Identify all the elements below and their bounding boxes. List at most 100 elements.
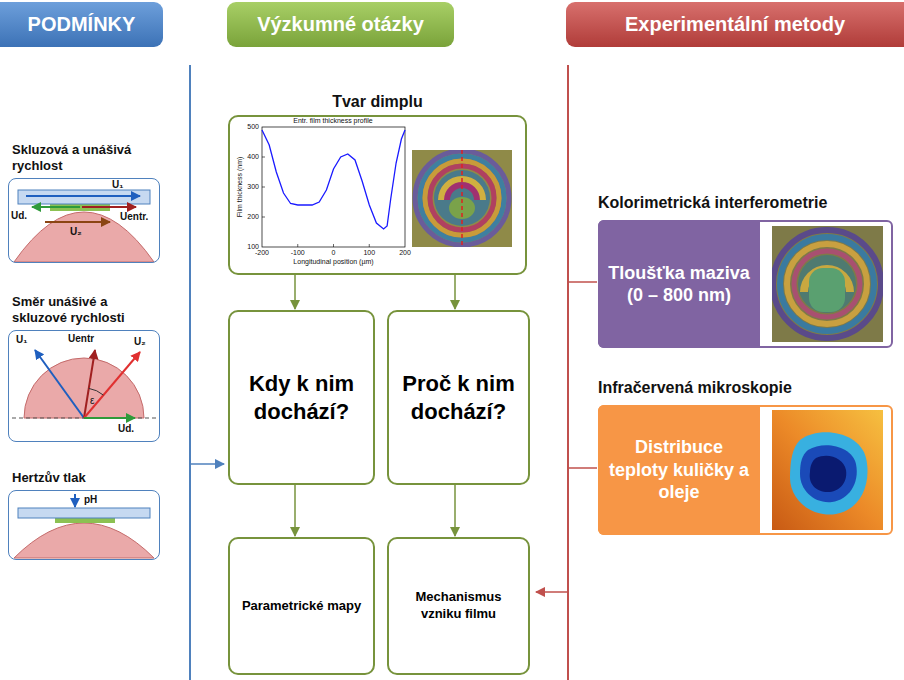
drawing-part <box>262 187 265 188</box>
drawing-part <box>74 494 76 507</box>
result-box: Mechanismus vzniku filmu <box>387 537 530 675</box>
drawing-part <box>35 350 84 418</box>
question-text: Proč k nim dochází? <box>395 370 522 425</box>
drawing-part <box>190 463 224 465</box>
symbol-label: U₁ <box>112 179 123 191</box>
chart-label: 200 <box>247 213 259 221</box>
drawing-part <box>809 268 845 312</box>
symbol-label: U₂ <box>70 226 82 238</box>
flow-arrow <box>454 275 456 309</box>
chart-label: 100 <box>363 249 375 257</box>
result-box: Parametrické mapy <box>228 537 375 675</box>
thermal-image <box>772 410 883 530</box>
method-box: Distribuce teploty kuličky a oleje <box>598 405 760 535</box>
pressure-sketch <box>14 494 154 558</box>
symbol-label: Ud. <box>118 423 134 435</box>
drawing-part <box>780 237 874 331</box>
drawing-part <box>297 244 298 247</box>
drawing-part <box>790 432 868 514</box>
chart-label: Longitudinal position (µm) <box>293 258 373 266</box>
drawing-part <box>18 190 150 204</box>
chart-label: 300 <box>247 183 259 191</box>
drawing-part <box>333 244 334 247</box>
drawing-part <box>568 281 597 283</box>
chart-label: -100 <box>291 249 305 257</box>
question-box: Kdy k nim dochází? <box>228 310 375 485</box>
result-text: Parametrické mapy <box>242 598 361 615</box>
drawing-part <box>773 230 881 338</box>
film-thickness-chart <box>262 127 405 247</box>
header-text: Výzkumné otázky <box>257 13 424 36</box>
direction-sketch <box>12 350 156 418</box>
chart-label: 400 <box>247 153 259 161</box>
method-text: Distribuce teploty kuličky a oleje <box>604 436 754 504</box>
drawing-part <box>26 195 140 197</box>
drawing-part <box>800 445 857 502</box>
figure-title: Tvar dimplu <box>230 93 525 111</box>
method-title: Infračervená mikroskopie <box>598 379 898 397</box>
symbol-label: U₂ <box>134 336 146 348</box>
drawing-part <box>787 244 867 324</box>
symbol-label: pH <box>84 494 97 506</box>
chart-label: Film thickness (nm) <box>236 157 244 218</box>
drawing-part <box>772 226 883 342</box>
drawing-part <box>262 157 369 247</box>
symbol-label: Uentr <box>68 333 94 345</box>
drawing-part <box>461 150 463 247</box>
flow-arrow <box>294 485 296 536</box>
symbol-label: U₁ <box>16 334 27 346</box>
result-text: Mechanismus vzniku filmu <box>395 589 522 623</box>
drawing-part <box>794 251 860 317</box>
condition-title: Skluzová a unášivá rychlost <box>12 142 162 175</box>
drawing-part <box>262 157 265 158</box>
drawing-part <box>262 130 405 229</box>
drawing-part <box>89 388 104 395</box>
flow-arrow <box>454 485 456 536</box>
figure-box: Tvar dimplu <box>228 115 527 275</box>
chart-label: 0 <box>332 249 336 257</box>
drawing-part <box>32 206 80 208</box>
chart-label: 200 <box>399 249 411 257</box>
drawing-part <box>262 127 405 247</box>
drawing-part <box>536 591 568 593</box>
velocity-sketch <box>14 190 154 262</box>
drawing-part <box>14 212 154 262</box>
method-title: Kolorimetrická interferometrie <box>598 194 898 212</box>
condition-title: Směr unášivé a skluzové rychlosti <box>12 294 162 327</box>
divider-lines <box>190 65 597 680</box>
method-frame: Kolorimetrická interferometrieTloušťka m… <box>598 220 893 348</box>
symbol-label: Uentr. <box>120 211 148 223</box>
symbol-label: Ud. <box>11 210 27 222</box>
drawing-part <box>262 217 265 218</box>
drawing-part <box>82 206 136 208</box>
chart-label: Entr. film thickness profile <box>293 117 372 125</box>
header-band: PODMÍNKY <box>0 2 163 47</box>
condition-title: Hertzův tlak <box>12 470 162 486</box>
method-box: Tloušťka maziva (0 – 800 nm) <box>598 220 760 348</box>
question-box: Proč k nim dochází? <box>387 310 530 485</box>
drawing-part <box>772 410 883 530</box>
drawing-part <box>568 467 597 469</box>
drawing-part <box>84 417 135 419</box>
drawing-part <box>798 255 856 313</box>
drawing-part <box>45 221 110 223</box>
drawing-part <box>412 150 512 247</box>
chart-label: 500 <box>247 123 259 131</box>
header-band: Výzkumné otázky <box>227 2 454 47</box>
drawing-part <box>189 65 191 680</box>
question-text: Kdy k nim dochází? <box>236 370 367 425</box>
drawing-part <box>12 418 156 419</box>
header-text: Experimentální metody <box>625 13 845 36</box>
chart-label: -200 <box>255 249 269 257</box>
flow-arrow <box>294 275 296 309</box>
method-frame: Infračervená mikroskopieDistribuce teplo… <box>598 405 893 535</box>
drawing-part <box>567 65 569 680</box>
header-band: Experimentální metody <box>566 2 904 47</box>
drawing-part <box>84 352 140 418</box>
drawing-part <box>18 508 150 518</box>
header-text: PODMÍNKY <box>28 13 136 36</box>
drawing-part <box>14 523 154 558</box>
interferogram <box>772 226 883 342</box>
drawing-part <box>55 518 115 523</box>
